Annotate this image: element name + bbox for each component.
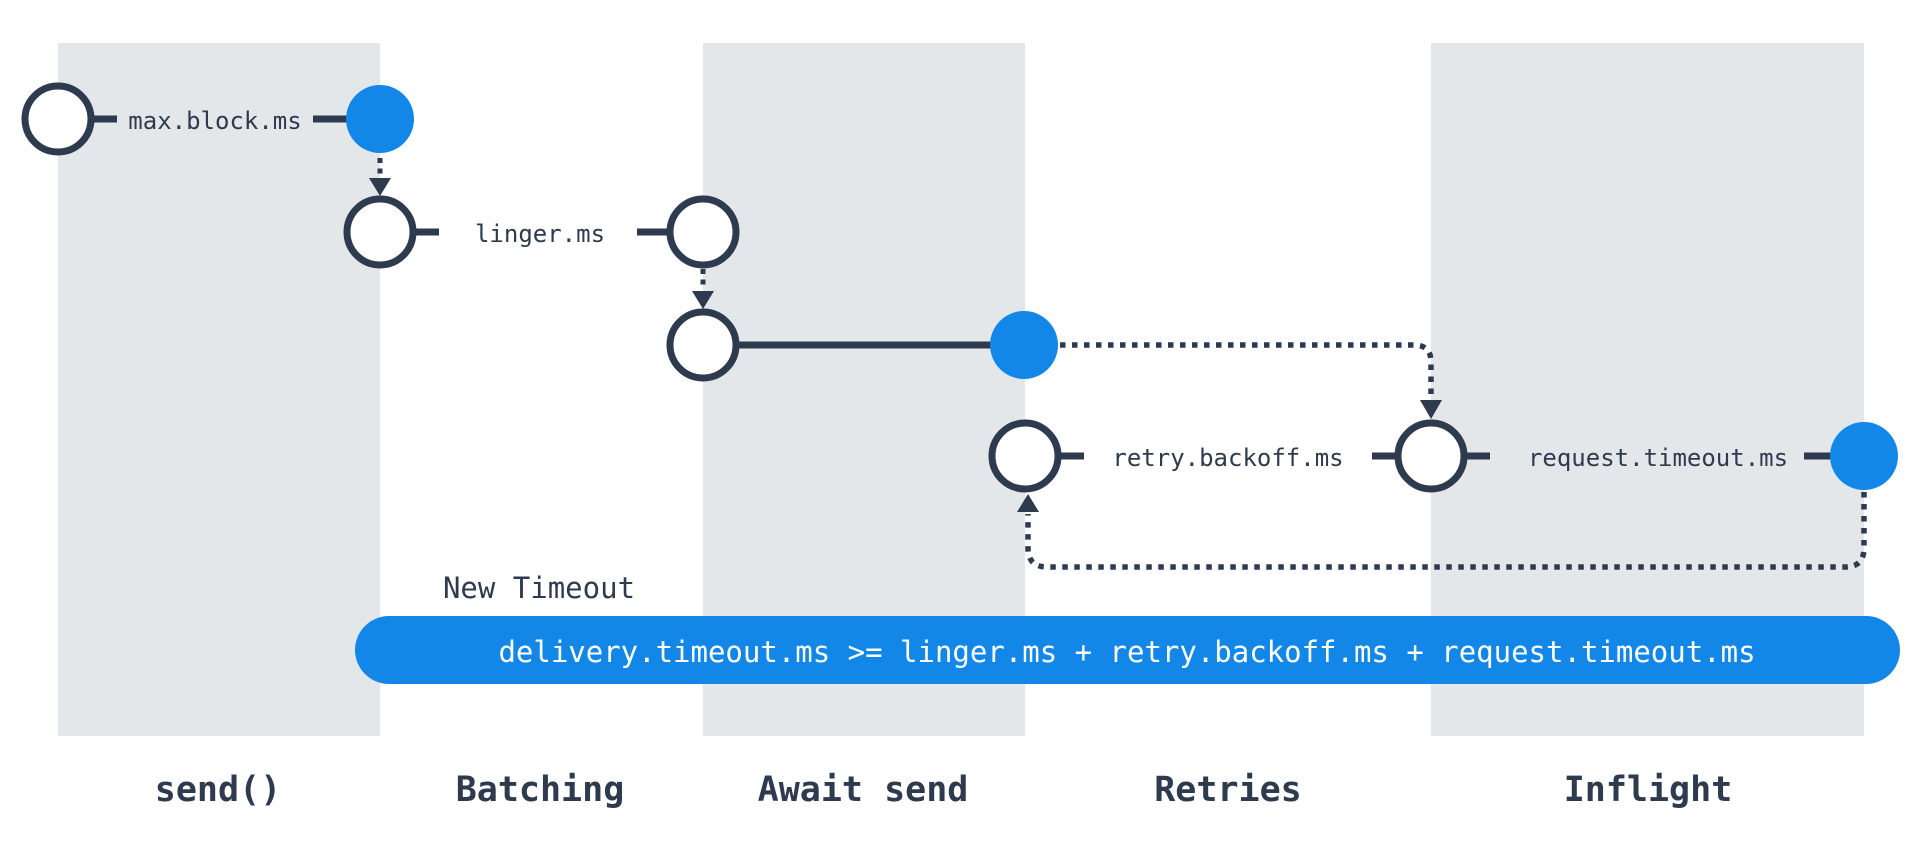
delivery-timeout-formula: delivery.timeout.ms >= linger.ms + retry… (498, 635, 1755, 669)
phase-label-await-send: Await send (758, 770, 969, 810)
label-request-timeout-ms: request.timeout.ms (1528, 444, 1788, 472)
label-linger-ms: linger.ms (475, 220, 605, 248)
arrow-down-icon (1420, 400, 1442, 419)
dotted-elbow-to-request (1060, 342, 1434, 398)
phase-band-send (58, 43, 380, 736)
label-max-block-ms: max.block.ms (128, 107, 301, 135)
phase-label-inflight: Inflight (1564, 770, 1733, 810)
timeline-node-start (21, 82, 95, 156)
timeline-node-request-end (1830, 422, 1898, 490)
phase-label-send: send() (155, 770, 281, 810)
arrow-up-icon (1017, 494, 1039, 512)
new-timeout-caption: New Timeout (443, 571, 635, 605)
label-retry-backoff-ms: retry.backoff.ms (1112, 444, 1343, 472)
phase-label-retries: Retries (1154, 770, 1302, 810)
timeline-node-request-start (1394, 419, 1468, 493)
timeline-node-await-start (666, 308, 740, 382)
dotted-retry-loop (1025, 492, 1867, 570)
timeline-node-linger-start (343, 195, 417, 269)
timeline-node-retry (988, 419, 1062, 493)
delivery-timeout-pill (355, 616, 1900, 684)
timeline-node-batch-enter (346, 85, 414, 153)
arrow-down-icon (369, 178, 391, 196)
phase-label-batching: Batching (456, 770, 625, 810)
arrow-down-icon (692, 291, 714, 309)
timeline-node-await-end (990, 311, 1058, 379)
timeline-node-linger-end (666, 195, 740, 269)
